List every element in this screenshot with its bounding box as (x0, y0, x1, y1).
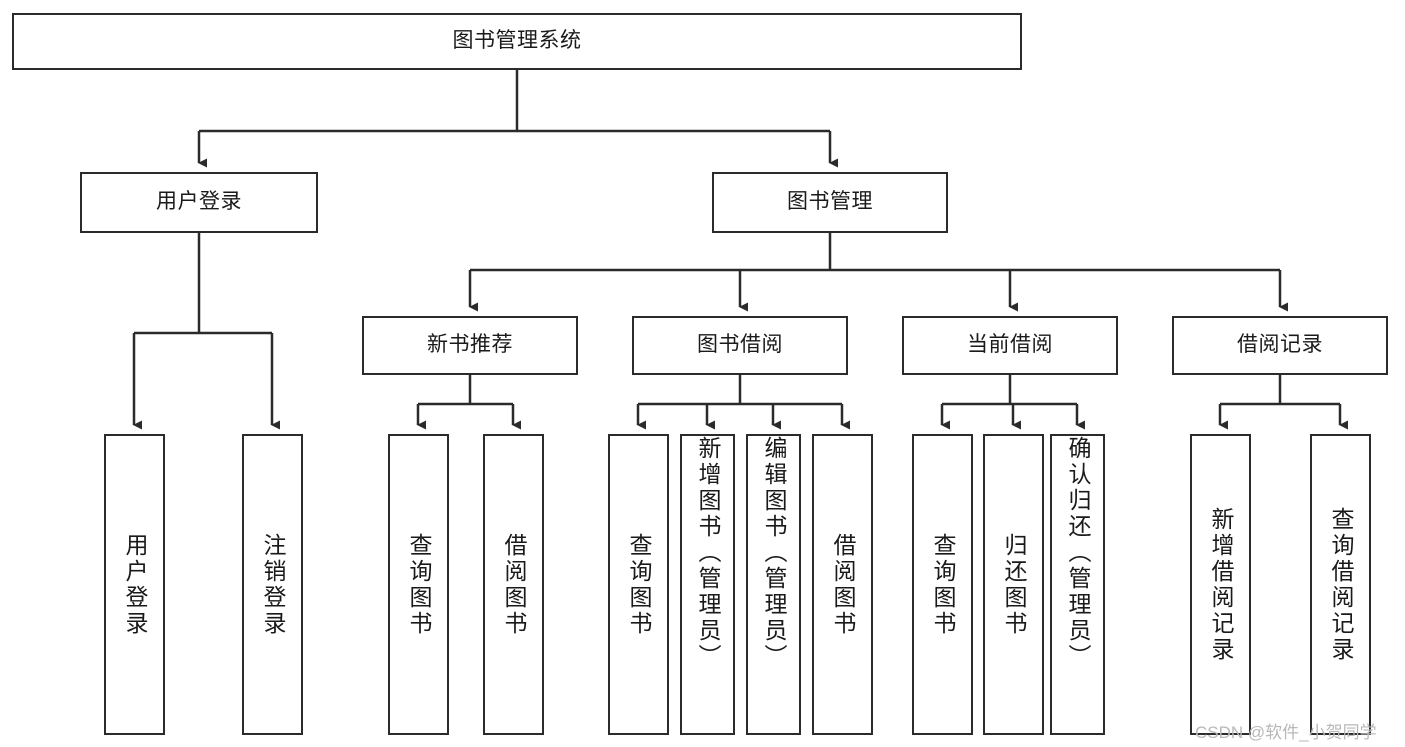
node-user-login-label: 用户登录 (156, 190, 242, 214)
node-user-login[interactable]: 用户登录 (80, 172, 318, 233)
node-leaf-user-login-label: 用户登录 (122, 532, 148, 637)
node-leaf-add-book-admin-label: 新增图书（管理员） (695, 436, 721, 670)
node-leaf-borrow-book-label: 借阅图书 (830, 532, 856, 637)
node-leaf-query-borrow-record[interactable]: 查询借阅记录 (1310, 434, 1371, 735)
node-leaf-user-login[interactable]: 用户登录 (104, 434, 165, 735)
node-book-manage[interactable]: 图书管理 (712, 172, 948, 233)
node-leaf-query-book-current-label: 查询图书 (930, 532, 956, 637)
node-leaf-edit-book-admin-label: 编辑图书（管理员） (761, 436, 787, 670)
watermark: CSDN @软件_小贺同学 (1195, 723, 1377, 742)
node-leaf-return-book[interactable]: 归还图书 (983, 434, 1044, 735)
node-book-borrow-label: 图书借阅 (697, 333, 783, 357)
node-leaf-logout-label: 注销登录 (260, 532, 286, 637)
node-borrow-record[interactable]: 借阅记录 (1172, 316, 1388, 375)
node-leaf-edit-book-admin[interactable]: 编辑图书（管理员） (746, 434, 801, 735)
node-root[interactable]: 图书管理系统 (12, 13, 1022, 70)
node-new-book-rec[interactable]: 新书推荐 (362, 316, 578, 375)
node-leaf-add-borrow-record[interactable]: 新增借阅记录 (1190, 434, 1251, 735)
node-leaf-borrow-book-rec[interactable]: 借阅图书 (483, 434, 544, 735)
node-leaf-borrow-book[interactable]: 借阅图书 (812, 434, 873, 735)
node-leaf-query-book-current[interactable]: 查询图书 (912, 434, 973, 735)
node-root-label: 图书管理系统 (452, 29, 582, 53)
node-new-book-rec-label: 新书推荐 (427, 333, 513, 357)
node-leaf-add-book-admin[interactable]: 新增图书（管理员） (680, 434, 735, 735)
node-leaf-query-book-borrow-label: 查询图书 (626, 532, 652, 637)
node-book-manage-label: 图书管理 (787, 190, 873, 214)
node-borrow-record-label: 借阅记录 (1237, 333, 1323, 357)
node-leaf-logout[interactable]: 注销登录 (242, 434, 303, 735)
node-leaf-query-book-borrow[interactable]: 查询图书 (608, 434, 669, 735)
node-current-borrow-label: 当前借阅 (967, 333, 1053, 357)
node-leaf-confirm-return-admin[interactable]: 确认归还（管理员） (1050, 434, 1105, 735)
node-current-borrow[interactable]: 当前借阅 (902, 316, 1118, 375)
node-leaf-borrow-book-rec-label: 借阅图书 (501, 532, 527, 637)
node-leaf-confirm-return-admin-label: 确认归还（管理员） (1065, 436, 1091, 670)
node-leaf-query-borrow-record-label: 查询借阅记录 (1328, 506, 1354, 663)
node-leaf-query-book-rec[interactable]: 查询图书 (388, 434, 449, 735)
node-leaf-query-book-rec-label: 查询图书 (406, 532, 432, 637)
node-leaf-return-book-label: 归还图书 (1001, 532, 1027, 637)
node-book-borrow[interactable]: 图书借阅 (632, 316, 848, 375)
node-leaf-add-borrow-record-label: 新增借阅记录 (1208, 506, 1234, 663)
